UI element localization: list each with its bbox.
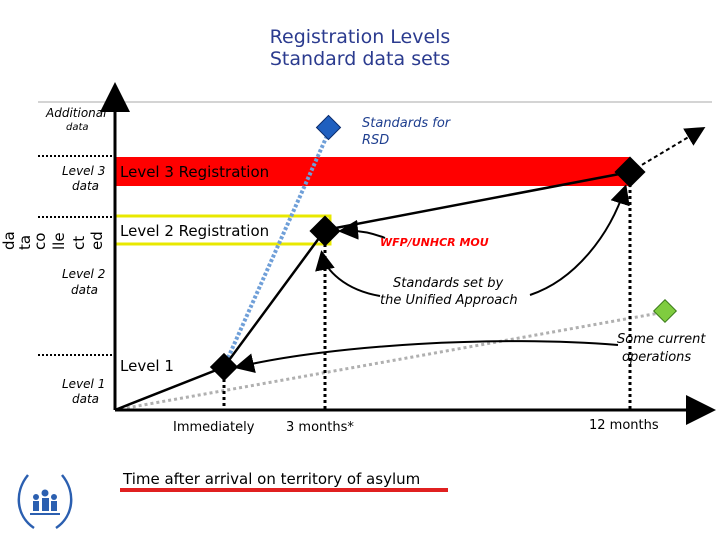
unhcr-logo <box>17 474 73 530</box>
unified-arrow-left <box>315 250 381 297</box>
level1-sub-label: data <box>72 392 100 406</box>
level1-label: Level 1 <box>62 377 106 391</box>
wfp-label: WFP/UNHCR MOU <box>380 236 489 249</box>
vertical-label-part: ct <box>70 235 88 250</box>
unified-arrow-right <box>529 184 630 296</box>
extension-line <box>629 126 706 173</box>
level1-diamond <box>209 352 239 382</box>
additional-label: Additional <box>46 106 107 120</box>
title-line-2: Standard data sets <box>269 48 451 70</box>
level3-bar <box>115 157 630 186</box>
vertical-axis-label-4: lle <box>50 232 68 250</box>
vertical-label-part: ed <box>88 231 106 250</box>
vertical-axis-label-6: ed <box>88 231 106 250</box>
level3-label: Level 3 <box>62 164 106 178</box>
level2-bar-label: Level 2 Registration <box>120 222 270 240</box>
level3-sub-label: data <box>72 179 100 193</box>
current-ops-label-line-2: operations <box>622 350 692 365</box>
rsd-label-line-2: RSD <box>362 133 390 148</box>
vertical-axis-label-2: ta <box>16 235 34 250</box>
vertical-label-part: lle <box>50 232 68 250</box>
wfp-arrow <box>338 219 386 240</box>
level3-bar-label: Level 3 Registration <box>120 163 270 181</box>
level2-label: Level 2 <box>62 267 106 281</box>
level2-sub-label: data <box>71 283 99 297</box>
x-label-3-months: 3 months* <box>286 420 354 435</box>
x-label-immediately: Immediately <box>173 420 255 435</box>
level2-diamond <box>309 215 341 247</box>
rsd-label-line-1: Standards for <box>362 116 451 131</box>
vertical-axis-label-3: co <box>31 232 49 250</box>
x-axis-caption: Time after arrival on territory of asylu… <box>123 470 421 488</box>
page-title: Registration Levels Standard data sets <box>0 26 720 70</box>
vertical-axis-label-5: ct <box>70 235 88 250</box>
rsd-line <box>222 128 332 368</box>
additional-sub-label: data <box>66 122 89 133</box>
vertical-label-part: co <box>31 232 49 250</box>
progression-line <box>114 170 631 412</box>
unified-label-line-1: Standards set by <box>393 276 504 291</box>
title-line-1: Registration Levels <box>269 26 451 48</box>
unified-label-line-2: the Unified Approach <box>380 293 518 308</box>
level1-bar-label: Level 1 <box>120 357 174 375</box>
vertical-axis-label: da <box>0 231 18 250</box>
x-label-12-months: 12 months <box>589 418 659 433</box>
current-ops-line <box>114 310 666 412</box>
rsd-diamond <box>315 114 342 141</box>
current-ops-arrow <box>234 340 619 374</box>
current-ops-label-line-1: Some current <box>617 332 706 347</box>
current-ops-diamond <box>652 298 678 324</box>
